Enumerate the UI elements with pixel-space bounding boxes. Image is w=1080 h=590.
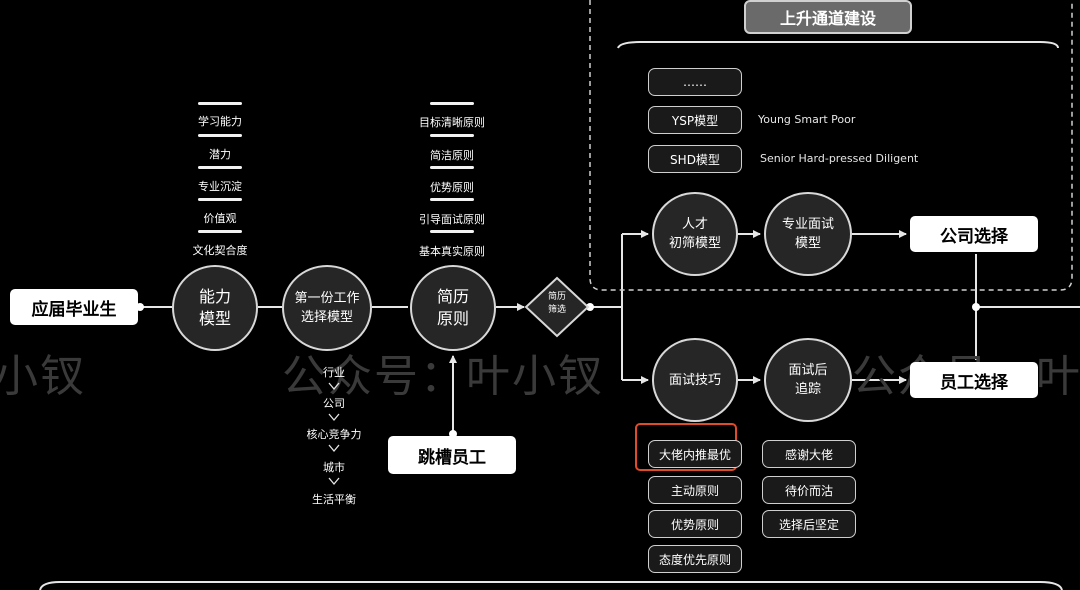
followup-pill[interactable]: 感谢大佬 [762,440,856,468]
resume-principle-node[interactable]: 简历 原则 [410,265,496,351]
interview-followup-label: 面试后 追踪 [788,363,828,397]
ability-item: 潜力 [209,148,231,161]
divider-bar [430,230,474,233]
divider-bar [430,134,474,137]
resume-item: 基本真实原则 [419,245,485,258]
start-box[interactable]: 应届毕业生 [10,289,138,325]
header-title: 上升通道建设 [744,0,912,34]
ability-item: 专业沉淀 [198,180,242,193]
choice-item: 公司 [323,397,345,410]
chevron-down-icon [328,444,340,453]
professional-interview-label: 专业面试 模型 [781,217,834,251]
skill-pill[interactable]: 态度优先原则 [648,545,742,573]
chevron-down-icon [328,382,340,391]
model-desc-ysp: Young Smart Poor [758,113,856,126]
divider-bar [198,102,242,105]
interview-followup-node[interactable]: 面试后 追踪 [764,338,852,422]
divider-bar [198,230,242,233]
resume-principle-label: 简历 原则 [436,287,469,328]
resume-item: 简洁原则 [430,149,474,162]
divider-bar [198,166,242,169]
model-pill-shd[interactable]: SHD模型 [648,145,742,173]
chevron-down-icon [328,413,340,422]
choice-item: 生活平衡 [312,493,356,506]
skill-pill[interactable]: 主动原则 [648,476,742,504]
model-pill-more[interactable]: …… [648,68,742,96]
watermark-middle: 公众号：叶小钗 [282,351,604,402]
first-job-model-node[interactable]: 第一份工作 选择模型 [282,265,372,351]
divider-bar [198,198,242,201]
first-job-model-label: 第一份工作 选择模型 [294,291,360,325]
professional-interview-node[interactable]: 专业面试 模型 [764,192,852,276]
choice-item: 城市 [323,461,345,474]
resume-item: 引导面试原则 [419,213,485,226]
divider-bar [430,166,474,169]
ability-model-node[interactable]: 能力 模型 [172,265,258,351]
model-pill-ysp[interactable]: YSP模型 [648,106,742,134]
interview-skills-label: 面试技巧 [668,372,721,388]
resume-item: 优势原则 [430,181,474,194]
chevron-down-icon [328,477,340,486]
resume-filter-label: 简历 筛选 [547,292,566,315]
followup-pill[interactable]: 选择后坚定 [762,510,856,538]
model-desc-shd: Senior Hard-pressed Diligent [760,152,919,165]
ability-model-label: 能力 模型 [198,287,231,328]
skill-pill[interactable]: 优势原则 [648,510,742,538]
interview-skills-node[interactable]: 面试技巧 [652,338,738,422]
jump-box[interactable]: 跳槽员工 [388,436,516,474]
followup-pill[interactable]: 待价而沽 [762,476,856,504]
divider-bar [430,198,474,201]
ability-item: 价值观 [203,212,237,225]
talent-screening-label: 人才 初筛模型 [668,217,721,251]
company-box[interactable]: 公司选择 [910,216,1038,252]
skill-pill-referral[interactable]: 大佬内推最优 [648,440,742,468]
ability-item: 文化契合度 [192,244,248,257]
watermark-left: 小钗 [0,351,86,402]
resume-item: 目标清晰原则 [419,116,485,129]
ability-item: 学习能力 [198,115,242,128]
divider-bar [198,134,242,137]
employee-box[interactable]: 员工选择 [910,362,1038,398]
choice-item: 行业 [323,366,345,379]
choice-item: 核心竞争力 [306,428,362,441]
divider-bar [430,102,474,105]
talent-screening-node[interactable]: 人才 初筛模型 [652,192,738,276]
